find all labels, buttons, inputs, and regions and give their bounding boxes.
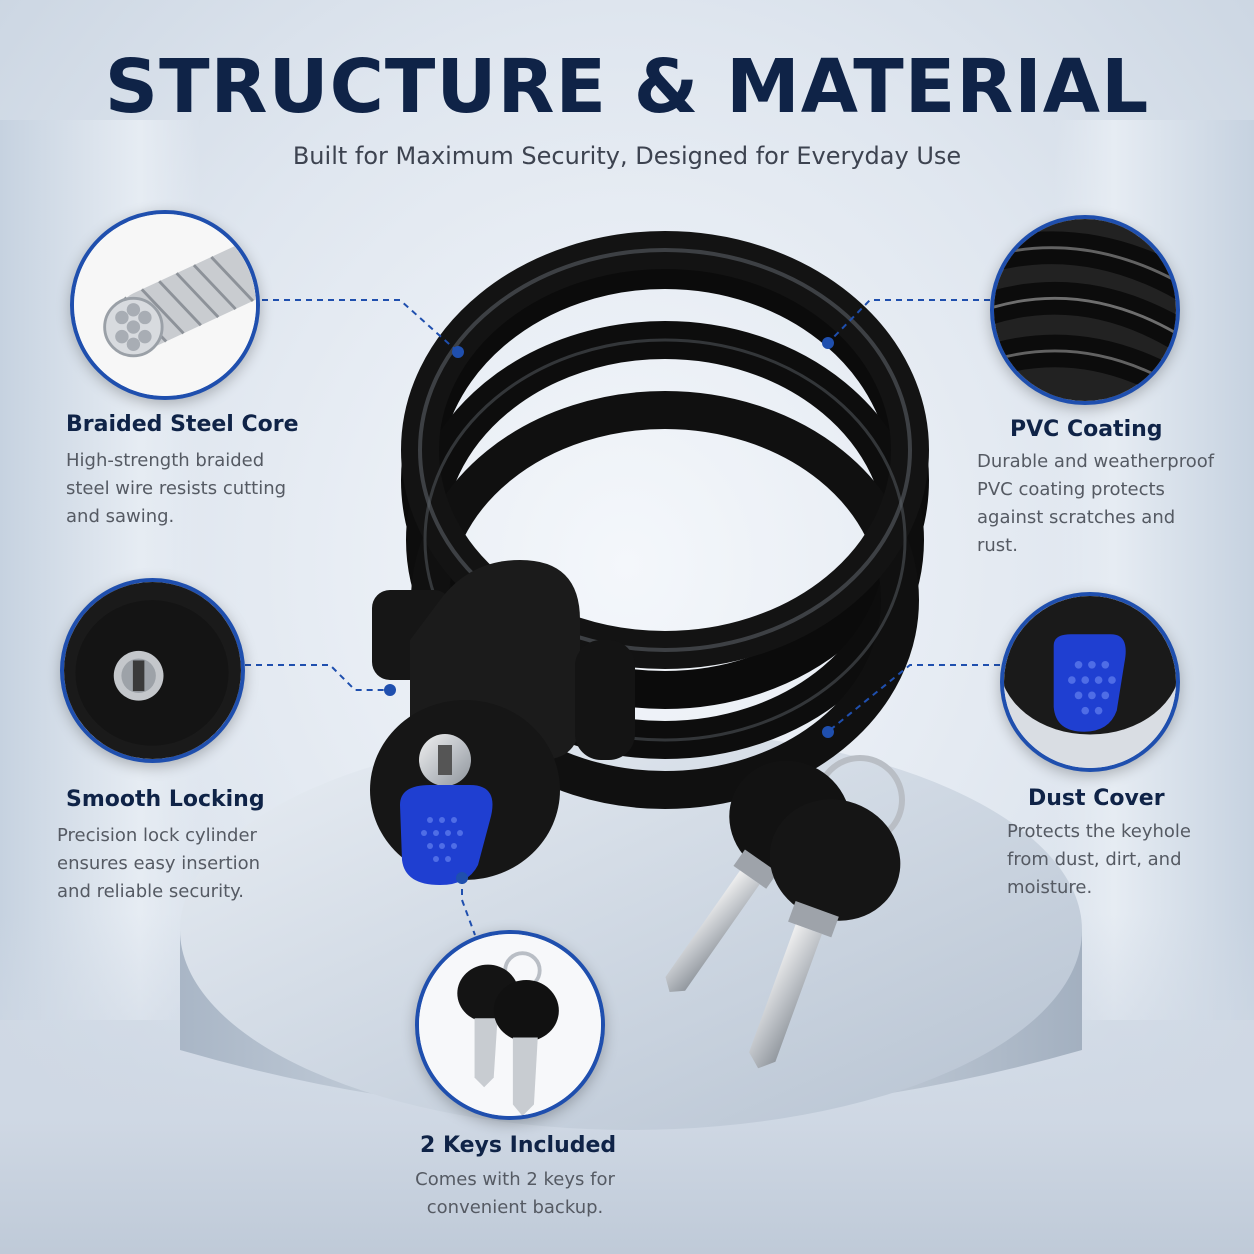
locking-circle (60, 578, 245, 763)
keys-icon (419, 934, 601, 1116)
steel-core-desc: High-strength braided steel wire resists… (66, 450, 287, 527)
pvc-circle (990, 215, 1180, 405)
keys-title: 2 Keys Included (420, 1133, 617, 1158)
cable-coil-icon (994, 219, 1176, 401)
dust-cover-circle (1000, 592, 1180, 772)
steel-core-circle (70, 210, 260, 400)
lock-cylinder-icon (64, 582, 241, 759)
keys-circle (415, 930, 605, 1120)
coiled-cable (401, 231, 929, 809)
steel-wire-icon (74, 214, 256, 396)
keys-on-podium (665, 755, 905, 1069)
page-subtitle: Built for Maximum Security, Designed for… (292, 142, 962, 170)
locking-title: Smooth Locking (66, 787, 265, 812)
keys-desc: Comes with 2 keys for convenient backup. (415, 1169, 615, 1218)
dust-cover-icon (1004, 596, 1176, 768)
pvc-title: PVC Coating (1010, 417, 1163, 442)
dust-cover-title: Dust Cover (1028, 786, 1165, 811)
pvc-desc: Durable and weatherproof PVC coating pro… (977, 451, 1215, 556)
lock-body (370, 560, 635, 885)
page-title: STRUCTURE & MATERIAL (104, 44, 1150, 130)
steel-core-title: Braided Steel Core (66, 412, 299, 437)
dust-cover-desc: Protects the keyhole from dust, dirt, an… (1007, 821, 1192, 898)
locking-desc: Precision lock cylinder ensures easy ins… (57, 825, 261, 902)
